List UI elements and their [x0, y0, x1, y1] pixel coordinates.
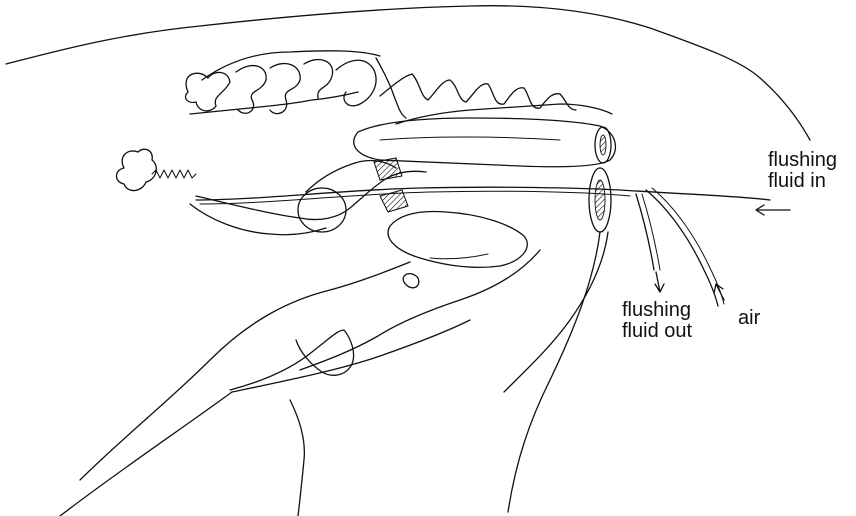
- soft-palate-fold: [380, 137, 560, 140]
- fluid-out-line1: flushing: [622, 300, 692, 321]
- jaw-lower: [232, 320, 470, 392]
- tube-ring-lower-inner: [595, 180, 605, 220]
- nodule: [403, 274, 419, 288]
- neck-front: [508, 232, 600, 512]
- small-head: [117, 149, 157, 190]
- throat-curve: [290, 400, 304, 516]
- fluid-in-line1: flushing: [768, 150, 837, 171]
- ventral-contour: [60, 392, 232, 516]
- flushing-fluid-out-label: flushing fluid out: [622, 300, 692, 342]
- air-label: air: [738, 308, 760, 329]
- fluid-out-line2: fluid out: [622, 321, 692, 342]
- catheter-tube: [196, 187, 770, 200]
- epiglottis: [388, 212, 527, 268]
- arrow-out: [655, 272, 664, 292]
- arrow-in: [756, 205, 790, 215]
- nasal-cavity-outline: [202, 51, 380, 80]
- outflow-tube-1b: [642, 194, 660, 270]
- jaw-line: [230, 330, 354, 390]
- fluid-in-line2: fluid in: [768, 171, 837, 192]
- air-text: air: [738, 307, 760, 329]
- air-tube: [646, 190, 718, 306]
- neck-inner: [80, 262, 410, 480]
- flushing-fluid-in-label: flushing fluid in: [768, 150, 837, 192]
- turbinate-scrolls: [236, 60, 376, 114]
- tube-ring-upper-inner: [600, 135, 606, 155]
- epiglottis-inner: [430, 254, 488, 259]
- larynx: [300, 250, 540, 370]
- ethmoid-lower: [396, 104, 612, 124]
- spring-wire: [152, 170, 196, 178]
- turbinates: [186, 72, 230, 111]
